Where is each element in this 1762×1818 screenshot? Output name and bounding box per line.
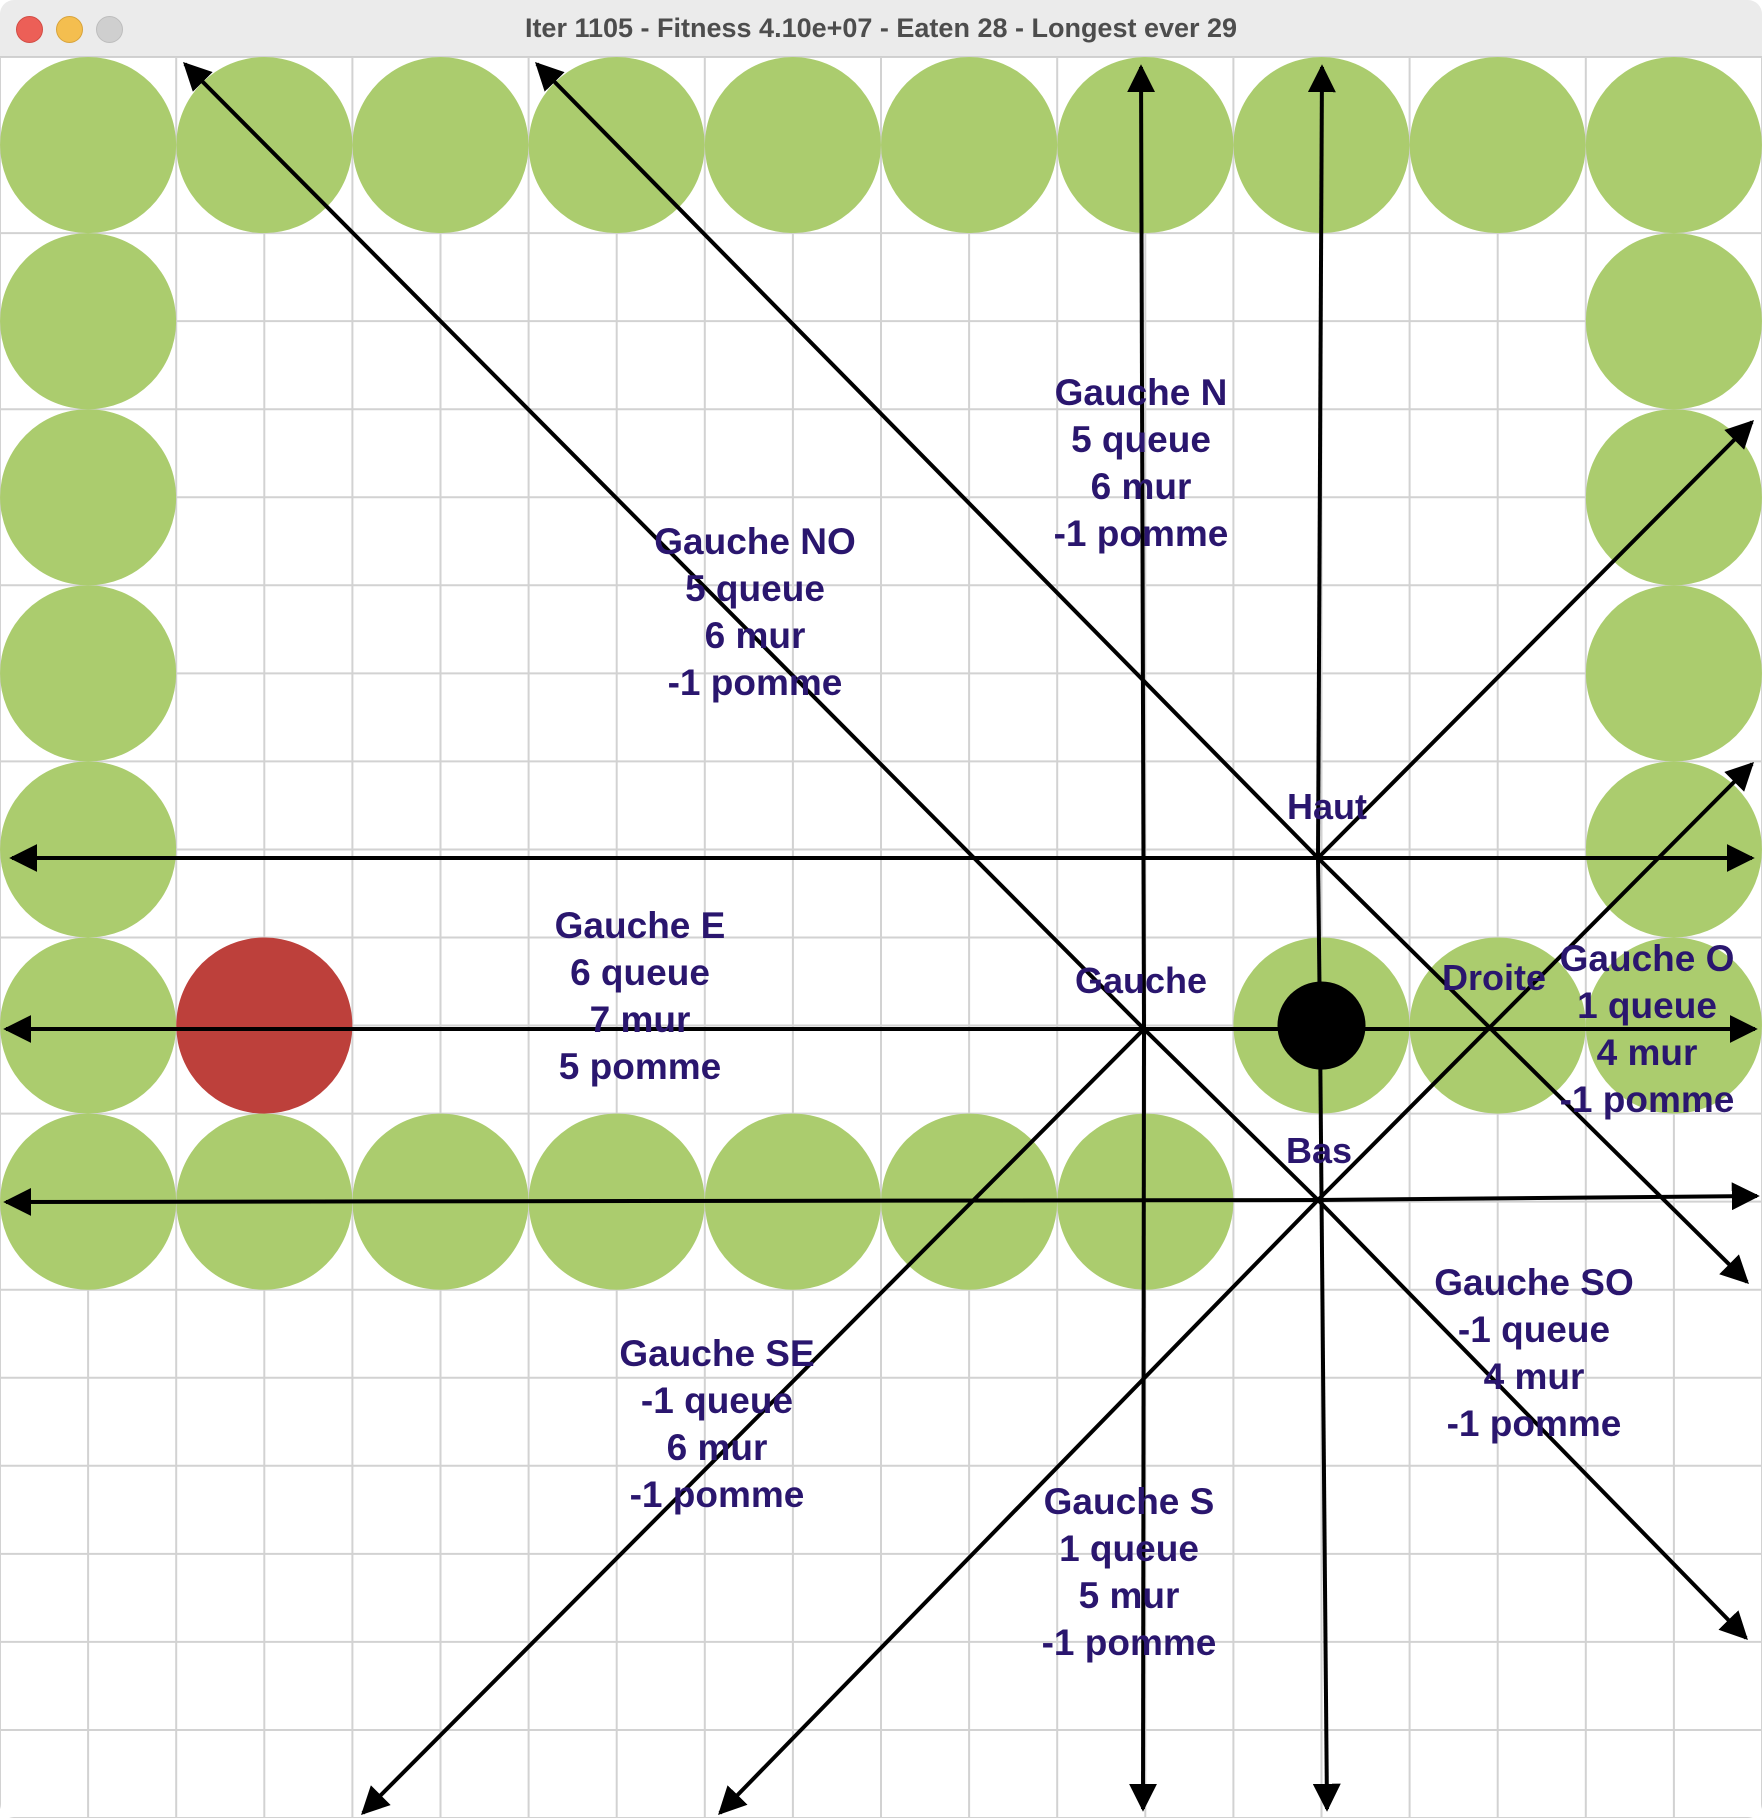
ray-diagonal-haut-ne — [1316, 420, 1754, 860]
snake-segment — [1585, 57, 1762, 234]
snake-segment — [0, 57, 177, 234]
label-so-queue: -1 queue — [1458, 1309, 1610, 1350]
snake-segment — [1585, 233, 1762, 410]
ray-vertical-gauche-south — [1129, 1028, 1158, 1812]
snake-segment — [0, 761, 177, 938]
snake-segment — [1585, 937, 1762, 1114]
label-se-queue: -1 queue — [641, 1380, 793, 1421]
label-o-mur: 4 mur — [1597, 1032, 1698, 1073]
vision-labels: Haut Bas Gauche Droite Gauche N 5 queue … — [555, 372, 1735, 1663]
ray-diagonal-so-gauche — [1142, 1027, 1320, 1202]
label-n-title: Gauche N — [1055, 372, 1228, 413]
window-title: Iter 1105 - Fitness 4.10e+07 - Eaten 28 … — [524, 13, 1238, 43]
label-no-mur: 6 mur — [705, 615, 806, 656]
label-e-mur: 7 mur — [590, 999, 691, 1040]
snake-segment — [1057, 57, 1234, 234]
ray-diagonal-haut-se — [1316, 856, 1749, 1284]
snake-segment — [1409, 57, 1586, 234]
snake-segment — [0, 409, 177, 586]
ray-diagonal-no-gauche — [183, 62, 1146, 1031]
label-bas: Bas — [1286, 1130, 1352, 1171]
label-n-queue: 5 queue — [1071, 419, 1211, 460]
ray-diagonal-bas-ne — [1316, 762, 1754, 1202]
label-no-queue: 5 queue — [685, 568, 825, 609]
ray-diagonal-bas-se — [1316, 1198, 1748, 1641]
ray-diagonal-haut-no — [535, 62, 1320, 860]
label-s-queue: 1 queue — [1059, 1528, 1199, 1569]
ray-vertical-head-mid — [1316, 857, 1322, 1030]
label-droite: Droite — [1442, 957, 1546, 998]
close-window-button[interactable] — [16, 16, 43, 43]
ray-horizontal-bas — [3, 1187, 1319, 1216]
label-se-title: Gauche SE — [619, 1333, 814, 1374]
snake-segment — [0, 233, 177, 410]
label-s-title: Gauche S — [1044, 1481, 1215, 1522]
ray-diagonal-se-gauche — [361, 1027, 1146, 1815]
zoom-window-button[interactable] — [96, 16, 123, 43]
snake-segment — [704, 57, 881, 234]
label-s-mur: 5 mur — [1079, 1575, 1180, 1616]
snake-segment — [881, 57, 1058, 234]
label-no-title: Gauche NO — [654, 521, 856, 562]
apple — [176, 937, 353, 1114]
snake-segment — [1585, 409, 1762, 586]
ray-diagonal-bas-so — [718, 1198, 1320, 1816]
title-bar: Iter 1105 - Fitness 4.10e+07 - Eaten 28 … — [0, 0, 1762, 57]
snake-segment — [0, 937, 177, 1114]
label-se-mur: 6 mur — [667, 1427, 768, 1468]
snake-segment — [1585, 585, 1762, 762]
snake-segment — [1409, 937, 1586, 1114]
label-n-pomme: -1 pomme — [1054, 513, 1229, 554]
snake-segment — [0, 585, 177, 762]
game-board: Haut Bas Gauche Droite Gauche N 5 queue … — [0, 57, 1762, 1818]
snake-segment — [1585, 761, 1762, 938]
ray-horizontal-bas-east — [1317, 1182, 1760, 1211]
label-se-pomme: -1 pomme — [630, 1474, 805, 1515]
label-haut: Haut — [1287, 786, 1367, 827]
label-e-queue: 6 queue — [570, 952, 710, 993]
label-n-mur: 6 mur — [1091, 466, 1192, 507]
label-so-title: Gauche SO — [1434, 1262, 1633, 1303]
label-so-mur: 4 mur — [1484, 1356, 1585, 1397]
grid-lines — [0, 57, 1762, 1818]
label-s-pomme: -1 pomme — [1042, 1622, 1217, 1663]
label-e-title: Gauche E — [555, 905, 726, 946]
label-o-title: Gauche O — [1560, 938, 1735, 979]
snake-body — [0, 57, 1762, 1290]
label-o-pomme: -1 pomme — [1560, 1079, 1735, 1120]
vision-rays — [3, 62, 1760, 1816]
minimize-window-button[interactable] — [56, 16, 83, 43]
snake-segment — [352, 57, 529, 234]
label-o-queue: 1 queue — [1577, 985, 1717, 1026]
ray-vertical-gauche — [1127, 64, 1156, 1030]
label-no-pomme: -1 pomme — [668, 662, 843, 703]
label-e-pomme: 5 pomme — [559, 1046, 721, 1087]
ray-vertical-head-south — [1312, 1028, 1341, 1812]
label-gauche: Gauche — [1075, 960, 1207, 1001]
label-so-pomme: -1 pomme — [1447, 1403, 1622, 1444]
ray-vertical-head — [1307, 64, 1336, 859]
apple-layer — [176, 937, 353, 1114]
